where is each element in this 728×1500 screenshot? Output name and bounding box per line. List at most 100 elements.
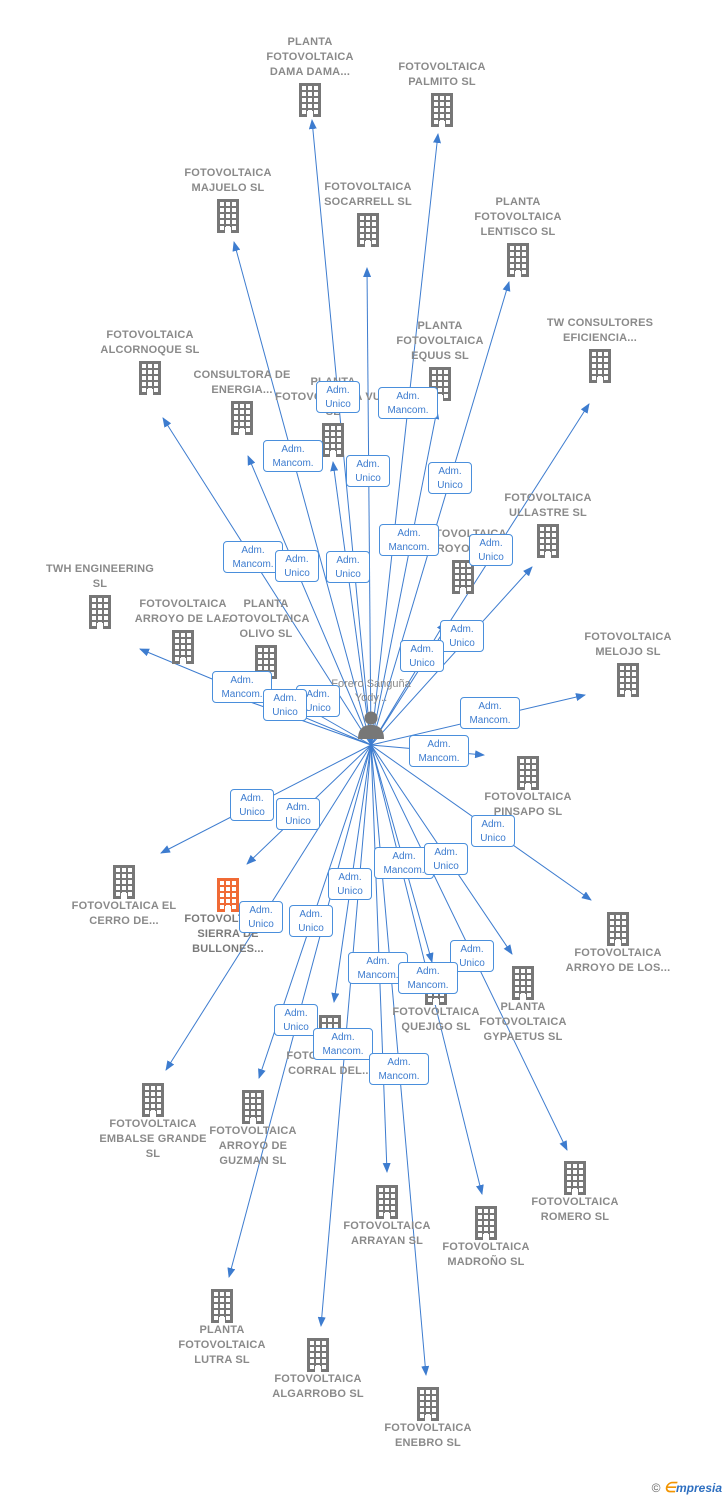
company-label: FOTOVOLTAICA EMBALSE GRANDE SL (99, 1118, 207, 1160)
company-label: PLANTA FOTOVOLTAICA LUTRA SL (178, 1324, 266, 1366)
company-label: PLANTA FOTOVOLTAICA LENTISCO SL (474, 196, 562, 238)
company-label: PLANTA FOTOVOLTAICA GYPAETUS SL (479, 1001, 567, 1043)
company-arrayan[interactable]: FOTOVOLTAICA ARRAYAN SL (327, 1182, 447, 1249)
company-gypaetus[interactable]: PLANTA FOTOVOLTAICA GYPAETUS SL (463, 963, 583, 1045)
building-icon (488, 524, 608, 558)
role-badge[interactable]: Adm. Unico (469, 534, 513, 566)
company-guzman[interactable]: FOTOVOLTAICA ARROYO DE GUZMAN SL (193, 1087, 313, 1169)
role-badge[interactable]: Adm. Unico (440, 620, 484, 652)
center-person[interactable]: Forero Sanguña Yody... (316, 677, 426, 739)
company-romero[interactable]: FOTOVOLTAICA ROMERO SL (515, 1158, 635, 1225)
company-label: FOTOVOLTAICA ALCORNOQUE SL (100, 329, 200, 356)
company-label: PLANTA FOTOVOLTAICA DAMA DAMA... (266, 36, 354, 78)
company-label: FOTOVOLTAICA MELOJO SL (584, 631, 672, 658)
brand-name: mpresia (675, 1481, 722, 1495)
role-badge[interactable]: Adm. Unico (230, 789, 274, 821)
role-badge[interactable]: Adm. Unico (471, 815, 515, 847)
role-badge[interactable]: Adm. Mancom. (409, 735, 469, 767)
person-icon (358, 711, 384, 739)
company-sierra_bullones[interactable]: FOTOVOLTAICA SIERRA DE BULLONES... (168, 875, 288, 957)
role-badge[interactable]: Adm. Unico (263, 689, 307, 721)
role-badge[interactable]: Adm. Unico (328, 868, 372, 900)
role-badge[interactable]: Adm. Unico (275, 550, 319, 582)
company-label: FOTOVOLTAICA SIERRA DE BULLONES... (184, 913, 272, 955)
company-lutra[interactable]: PLANTA FOTOVOLTAICA LUTRA SL (162, 1286, 282, 1368)
company-algarrobo[interactable]: FOTOVOLTAICA ALGARROBO SL (258, 1335, 378, 1402)
company-label: PLANTA FOTOVOLTAICA EQUUS SL (396, 320, 484, 362)
role-badge[interactable]: Adm. Mancom. (263, 440, 323, 472)
company-ullastre[interactable]: FOTOVOLTAICA ULLASTRE SL (488, 491, 608, 558)
company-palmito[interactable]: FOTOVOLTAICA PALMITO SL (382, 60, 502, 127)
company-embalse[interactable]: FOTOVOLTAICA EMBALSE GRANDE SL (93, 1080, 213, 1162)
company-alcornoque[interactable]: FOTOVOLTAICA ALCORNOQUE SL (90, 328, 210, 395)
company-enebro[interactable]: FOTOVOLTAICA ENEBRO SL (368, 1384, 488, 1451)
role-badge[interactable]: Adm. Unico (400, 640, 444, 672)
building-icon (308, 213, 428, 247)
building-icon (558, 912, 678, 946)
building-icon (403, 560, 523, 594)
company-dama_dama[interactable]: PLANTA FOTOVOLTAICA DAMA DAMA... (250, 35, 370, 117)
company-label: FOTOVOLTAICA ARROYO DE GUZMAN SL (209, 1125, 297, 1167)
company-label: FOTOVOLTAICA MAJUELO SL (184, 167, 272, 194)
role-badge[interactable]: Adm. Mancom. (378, 387, 438, 419)
copyright-symbol: © (651, 1481, 661, 1495)
company-label: FOTOVOLTAICA ULLASTRE SL (504, 492, 592, 519)
role-badge[interactable]: Adm. Mancom. (212, 671, 272, 703)
role-badge[interactable]: Adm. Mancom. (369, 1053, 429, 1085)
role-badge[interactable]: Adm. Unico (326, 551, 370, 583)
building-icon (258, 1338, 378, 1372)
edge-palmito (370, 133, 441, 746)
company-label: FOTOVOLTAICA PALMITO SL (398, 61, 486, 88)
company-label: FOTOVOLTAICA ARROYO DE LOS... (565, 947, 671, 974)
building-icon (193, 1090, 313, 1124)
edge-socarrell (363, 267, 372, 746)
company-melojo[interactable]: FOTOVOLTAICA MELOJO SL (568, 630, 688, 697)
company-lentisco[interactable]: PLANTA FOTOVOLTAICA LENTISCO SL (458, 195, 578, 277)
building-icon (515, 1161, 635, 1195)
edge-tw_consultores (370, 403, 590, 746)
company-majuelo[interactable]: FOTOVOLTAICA MAJUELO SL (168, 166, 288, 233)
company-tw_consultores[interactable]: TW CONSULTORES EFICIENCIA... (540, 316, 660, 383)
role-badge[interactable]: Adm. Mancom. (379, 524, 439, 556)
edge-vu (330, 461, 372, 746)
role-badge[interactable]: Adm. Mancom. (398, 962, 458, 994)
building-icon (250, 83, 370, 117)
building-icon (368, 1387, 488, 1421)
company-olivo[interactable]: PLANTA FOTOVOLTAICA OLIVO SL (206, 597, 326, 679)
building-icon (568, 663, 688, 697)
role-badge[interactable]: Adm. Unico (289, 905, 333, 937)
role-badge[interactable]: Adm. Unico (428, 462, 472, 494)
edge-lentisco (370, 281, 511, 746)
building-icon (468, 756, 588, 790)
edge-ullastre (370, 566, 533, 746)
company-consultora[interactable]: CONSULTORA DE ENERGIA... (182, 368, 302, 435)
role-badge[interactable]: Adm. Unico (239, 901, 283, 933)
building-icon (540, 349, 660, 383)
company-arroyo_de_los[interactable]: FOTOVOLTAICA ARROYO DE LOS... (558, 909, 678, 976)
company-twh[interactable]: TWH ENGINEERING SL (40, 562, 160, 629)
building-icon (90, 361, 210, 395)
company-label: FOTOVOLTAICA QUEJIGO SL (392, 1006, 480, 1033)
role-badge[interactable]: Adm. Unico (346, 455, 390, 487)
company-pinsapo[interactable]: FOTOVOLTAICA PINSAPO SL (468, 753, 588, 820)
company-label: FOTOVOLTAICA EL CERRO DE... (71, 900, 177, 927)
company-label: FOTOVOLTAICA ALGARROBO SL (272, 1373, 364, 1400)
company-arroyo_de_la[interactable]: FOTOVOLTAICA ARROYO DE LA... (123, 597, 243, 664)
role-badge[interactable]: Adm. Unico (274, 1004, 318, 1036)
company-label: FOTOVOLTAICA ENEBRO SL (384, 1422, 472, 1449)
footer-credit: © ∈mpresia (652, 1479, 722, 1496)
edge-equus (370, 409, 440, 746)
role-badge[interactable]: Adm. Unico (276, 798, 320, 830)
role-badge[interactable]: Adm. Unico (424, 843, 468, 875)
role-badge[interactable]: Adm. Mancom. (313, 1028, 373, 1060)
company-socarrell[interactable]: FOTOVOLTAICA SOCARRELL SL (308, 180, 428, 247)
role-badge[interactable]: Adm. Mancom. (460, 697, 520, 729)
person-name: Forero Sanguña Yody... (331, 678, 411, 704)
company-label: TW CONSULTORES EFICIENCIA... (546, 317, 654, 344)
role-badge[interactable]: Adm. Mancom. (223, 541, 283, 573)
company-el_cerro[interactable]: FOTOVOLTAICA EL CERRO DE... (64, 862, 184, 929)
building-icon (182, 401, 302, 435)
role-badge[interactable]: Adm. Unico (316, 381, 360, 413)
company-madrono[interactable]: FOTOVOLTAICA MADROÑO SL (426, 1203, 546, 1270)
